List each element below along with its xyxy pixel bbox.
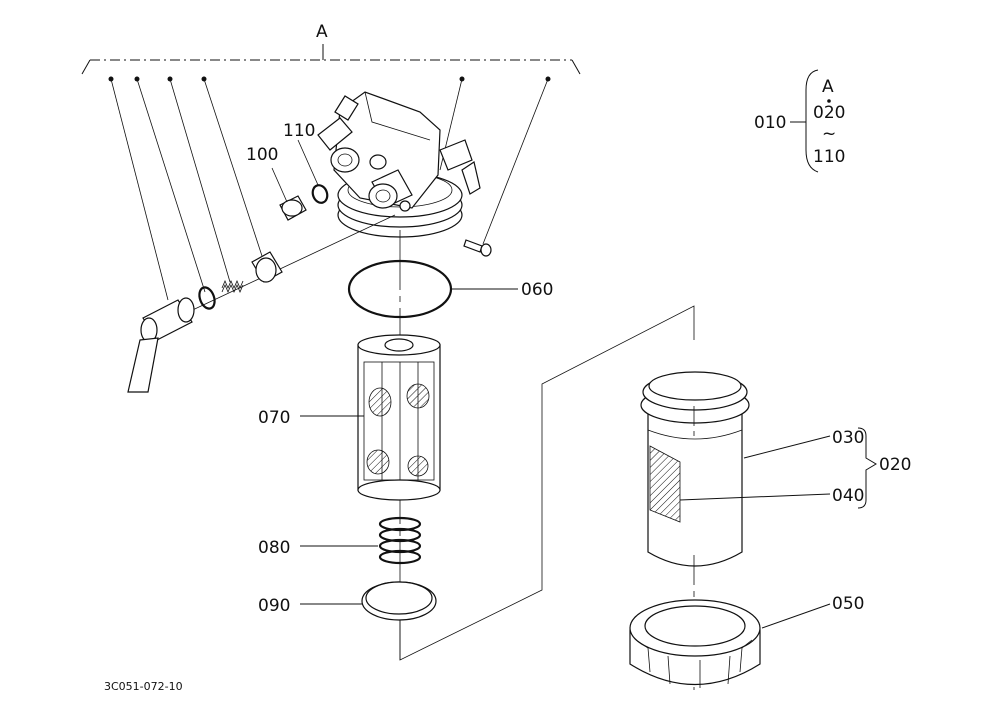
- label-090: 090: [258, 596, 290, 616]
- group-a-bracket: A: [81, 22, 581, 301]
- label-070: 070: [258, 408, 290, 428]
- legend-tilde: ~: [822, 124, 836, 144]
- legend-bottom-label: 110: [813, 147, 845, 167]
- label-080: 080: [258, 538, 290, 558]
- part-110-oring: 110: [283, 121, 329, 204]
- part-080-spring: 080: [258, 516, 422, 565]
- legend-mid-label: 020: [813, 103, 845, 123]
- label-110: 110: [283, 121, 315, 141]
- part-070-element: 070: [258, 334, 441, 501]
- label-030: 030: [832, 428, 864, 448]
- assembly-legend: 010 A 020 ~ 110: [754, 69, 845, 173]
- part-060-oring: 060: [347, 259, 553, 319]
- part-030-cup: 030 040 020: [640, 371, 911, 567]
- label-040: 040: [832, 486, 864, 506]
- label-060: 060: [521, 280, 553, 300]
- cup-leader-path: [399, 305, 695, 661]
- legend-parent-label: 010: [754, 113, 786, 133]
- screw: [463, 239, 492, 257]
- cock-assembly: [127, 214, 396, 393]
- label-050: 050: [832, 594, 864, 614]
- part-050-ringnut: 050: [629, 594, 864, 688]
- drawing-number: 3C051-072-10: [104, 680, 183, 693]
- legend-top-label: A: [822, 77, 834, 97]
- group-a-label: A: [316, 22, 328, 42]
- label-100: 100: [246, 145, 278, 165]
- part-100-plug: 100: [246, 145, 307, 221]
- part-090-gasket: 090: [258, 581, 437, 621]
- filter-head: [317, 91, 481, 238]
- label-020: 020: [879, 455, 911, 475]
